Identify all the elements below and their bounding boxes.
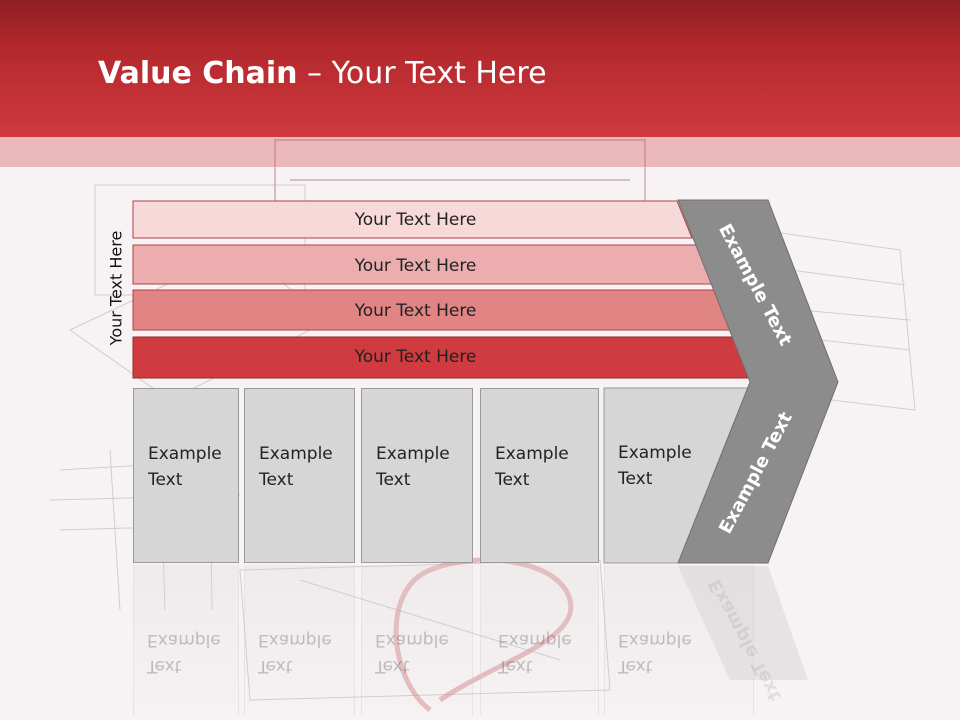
reflect-4-line1: Example bbox=[498, 630, 572, 650]
reflect-5-line2: Text bbox=[618, 656, 653, 676]
reflect-3-line2: Text bbox=[375, 656, 410, 676]
bar-label-1: Your Text Here bbox=[354, 209, 477, 230]
chevron-arrow bbox=[677, 199, 839, 564]
bar-label-3: Your Text Here bbox=[354, 301, 477, 321]
header-band bbox=[0, 137, 960, 167]
box-4-line2: Text bbox=[495, 470, 530, 490]
chevron-reflection bbox=[678, 566, 808, 680]
reflect-5-line1: Example bbox=[618, 630, 692, 650]
reflect-2-line1: Example bbox=[258, 630, 332, 650]
box-1-line2: Text bbox=[148, 470, 183, 490]
box-2-line2: Text bbox=[259, 470, 294, 490]
box-5-line2: Text bbox=[618, 469, 653, 489]
reflect-1-line1: Example bbox=[147, 630, 221, 650]
box-3-line2: Text bbox=[376, 470, 411, 490]
bar-shape-1 bbox=[132, 200, 693, 239]
box-3-line1: Example bbox=[376, 444, 450, 464]
box-1-line1: Example bbox=[148, 444, 222, 464]
bar-label-4: Your Text Here bbox=[354, 347, 477, 367]
title-rest: – Your Text Here bbox=[297, 56, 547, 91]
slide-title: Value Chain – Your Text Here bbox=[98, 55, 547, 93]
boxes-reflection: Text Example Text Example Text Example Text… bbox=[133, 565, 763, 715]
box-4-line1: Example bbox=[495, 444, 569, 464]
box-5-line1: Example bbox=[618, 443, 692, 463]
reflect-3-line1: Example bbox=[375, 630, 449, 650]
header-bar bbox=[0, 0, 960, 137]
reflect-2-line2: Text bbox=[258, 656, 293, 676]
bar-label-2: Your Text Here bbox=[354, 256, 477, 276]
box-2-line1: Example bbox=[259, 444, 333, 464]
title-bold: Value Chain bbox=[98, 56, 298, 91]
reflect-4-line2: Text bbox=[498, 656, 533, 676]
reflect-1-line2: Text bbox=[147, 656, 182, 676]
